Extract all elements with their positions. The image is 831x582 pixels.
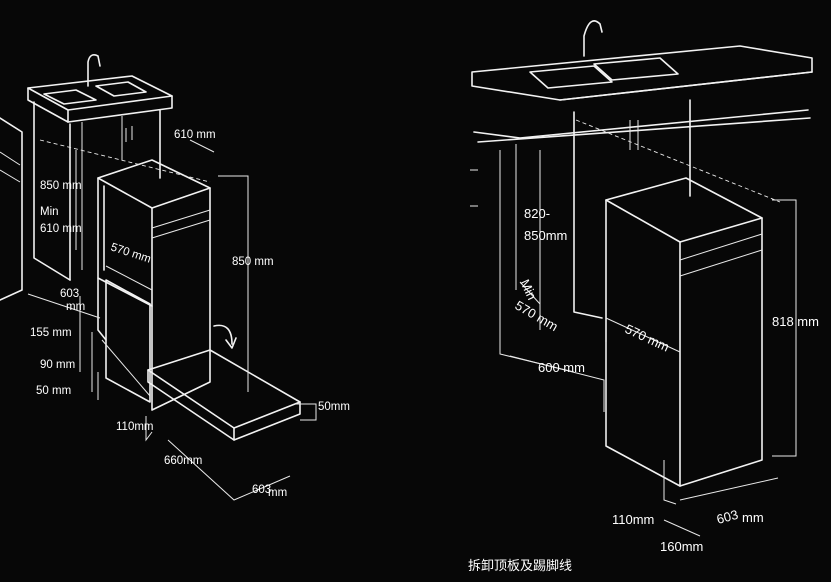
left-sink-cabinet	[27, 54, 173, 281]
dim-850: 850mm	[524, 228, 567, 243]
dim-570-left: 570 mm	[109, 241, 152, 265]
dim-570-side: 570 mm	[513, 298, 561, 334]
dim-603-left-b: mm	[66, 301, 85, 313]
dim-570-front: 570 mm	[623, 321, 672, 354]
dim-603-right-a: 603	[715, 507, 740, 527]
dim-850-right: 850 mm	[232, 256, 274, 268]
dim-min-left: Min	[40, 206, 59, 218]
dim-50: 50 mm	[36, 385, 71, 397]
dim-603-bottom-a: 603	[252, 484, 271, 496]
dim-660: 660mm	[164, 455, 202, 467]
dim-610-left: 610 mm	[40, 223, 82, 235]
dim-610-top: 610 mm	[174, 129, 216, 141]
right-dishwasher-diagram: 820- 850mm Min 570 mm 600 mm 570 mm 818 …	[468, 20, 819, 574]
right-dimension-lines	[509, 119, 797, 537]
left-dimension-lines	[27, 139, 317, 501]
left-dishwasher-diagram: 610 mm 850 mm Min 610 mm 570 mm 850 mm 6…	[0, 54, 350, 501]
dim-110-right: 110mm	[612, 512, 654, 527]
dim-603-bottom-b: mm	[268, 487, 287, 499]
left-dimension-labels: 610 mm 850 mm Min 610 mm 570 mm 850 mm 6…	[30, 129, 350, 499]
left-dishwasher-body	[97, 159, 301, 441]
dim-160: 160mm	[660, 539, 703, 554]
right-dishwasher-body	[605, 177, 763, 487]
dim-850-left: 850 mm	[40, 180, 82, 192]
dim-155: 155 mm	[30, 327, 72, 339]
dim-110: 110mm	[116, 421, 154, 433]
caption-remove-top-plate: 拆卸顶板及踢脚线	[468, 558, 572, 574]
dim-600: 600 mm	[538, 360, 585, 375]
right-dimension-labels: 820- 850mm Min 570 mm 600 mm 570 mm 818 …	[513, 206, 819, 554]
dim-90: 90 mm	[40, 359, 75, 371]
left-adjacent-appliance	[0, 117, 23, 301]
dim-50-right: 50mm	[318, 401, 350, 413]
right-countertop	[471, 20, 813, 143]
dim-820: 820-	[524, 206, 550, 221]
dim-818: 818 mm	[772, 314, 819, 329]
dim-603-right-b: mm	[742, 510, 764, 525]
dim-603-left-a: 603	[60, 288, 79, 300]
